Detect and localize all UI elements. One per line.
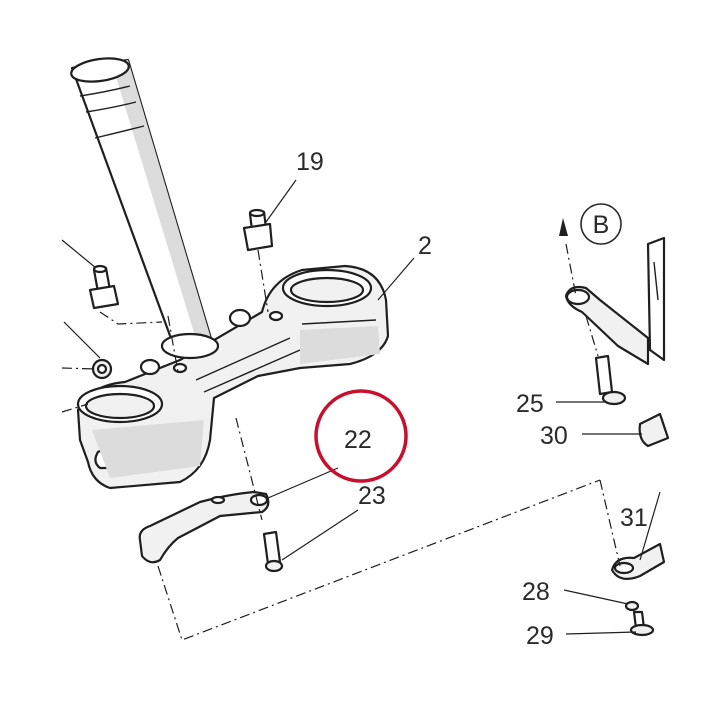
part-25-bolt	[594, 354, 627, 406]
part-19-bolt	[242, 208, 274, 252]
assembly-lines	[61, 243, 621, 641]
callout-22: 22	[344, 426, 372, 454]
part-28-washer	[624, 600, 640, 612]
callout-29: 29	[526, 622, 554, 650]
callout-25: 25	[516, 390, 544, 418]
upper-triple-clamp	[76, 264, 390, 490]
callout-30: 30	[540, 422, 568, 450]
view-marker-b: B	[580, 203, 622, 245]
view-marker-letter: B	[593, 211, 610, 239]
part-22-bracket	[138, 490, 270, 564]
part-29-bolt	[629, 610, 655, 637]
steering-stem	[70, 57, 214, 354]
part-31-rod-end	[610, 542, 666, 581]
callout-2: 2	[418, 232, 432, 260]
arrow-up-icon	[559, 218, 568, 236]
callout-19: 19	[296, 148, 324, 176]
part-30-sleeve	[638, 412, 670, 448]
left-nut	[91, 358, 113, 380]
callout-28: 28	[522, 578, 550, 606]
right-link-arm	[564, 236, 666, 366]
part-23-bolt	[262, 530, 284, 573]
leader-lines	[61, 179, 661, 635]
callout-31: 31	[620, 504, 648, 532]
left-bolt	[88, 264, 120, 310]
callout-23: 23	[358, 482, 386, 510]
highlight-circle	[314, 389, 408, 483]
